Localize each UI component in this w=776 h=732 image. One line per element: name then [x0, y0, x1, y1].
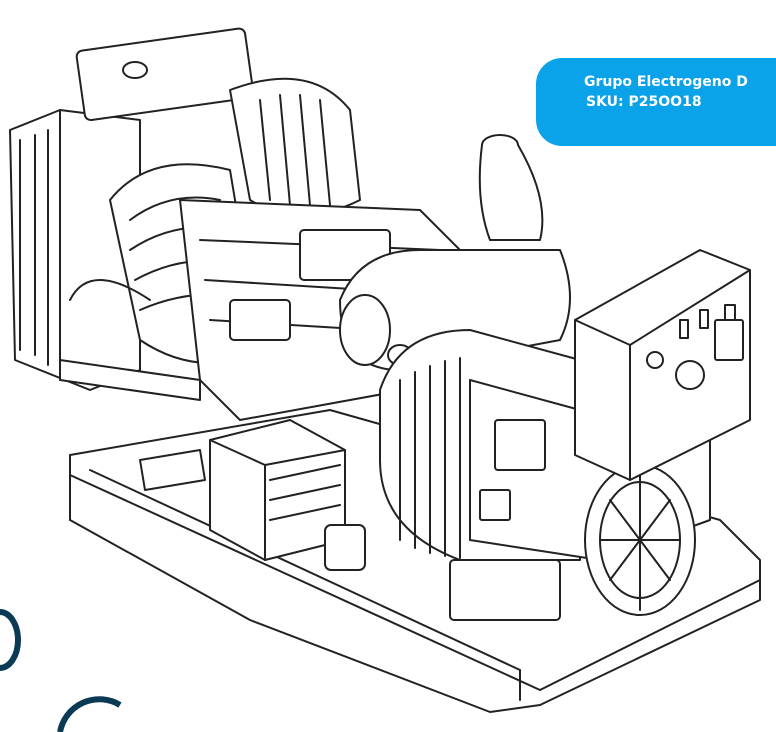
decorative-rings [0, 609, 122, 732]
product-badge: Grupo Electrogeno D SKU: P25OO18 [536, 58, 776, 146]
product-sku: SKU: P25OO18 [586, 94, 702, 110]
product-title: Grupo Electrogeno D [584, 74, 748, 90]
control-panel [574, 249, 751, 481]
